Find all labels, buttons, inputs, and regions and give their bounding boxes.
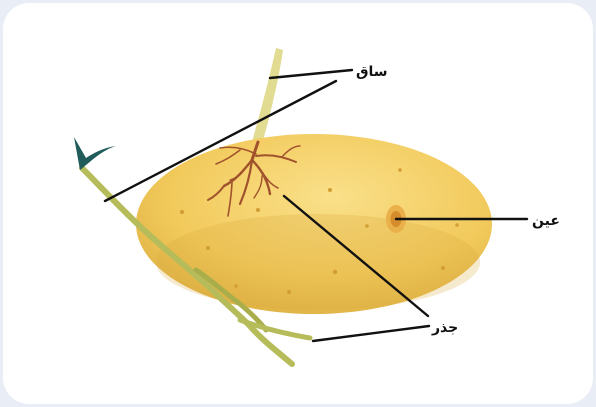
potato-sprout-diagram: ساق عين جذر — [3, 3, 593, 404]
stem-label: ساق — [356, 64, 388, 80]
leaf-tip — [74, 137, 116, 170]
root-label: جذر — [431, 320, 458, 336]
potato-lower-shade — [156, 214, 480, 310]
diagram-card: ساق عين جذر — [3, 3, 593, 404]
stem-leader-upper — [270, 70, 352, 78]
eye-label: عين — [532, 213, 560, 229]
root-leader-lower — [313, 326, 429, 341]
pale-sprout — [252, 48, 283, 144]
